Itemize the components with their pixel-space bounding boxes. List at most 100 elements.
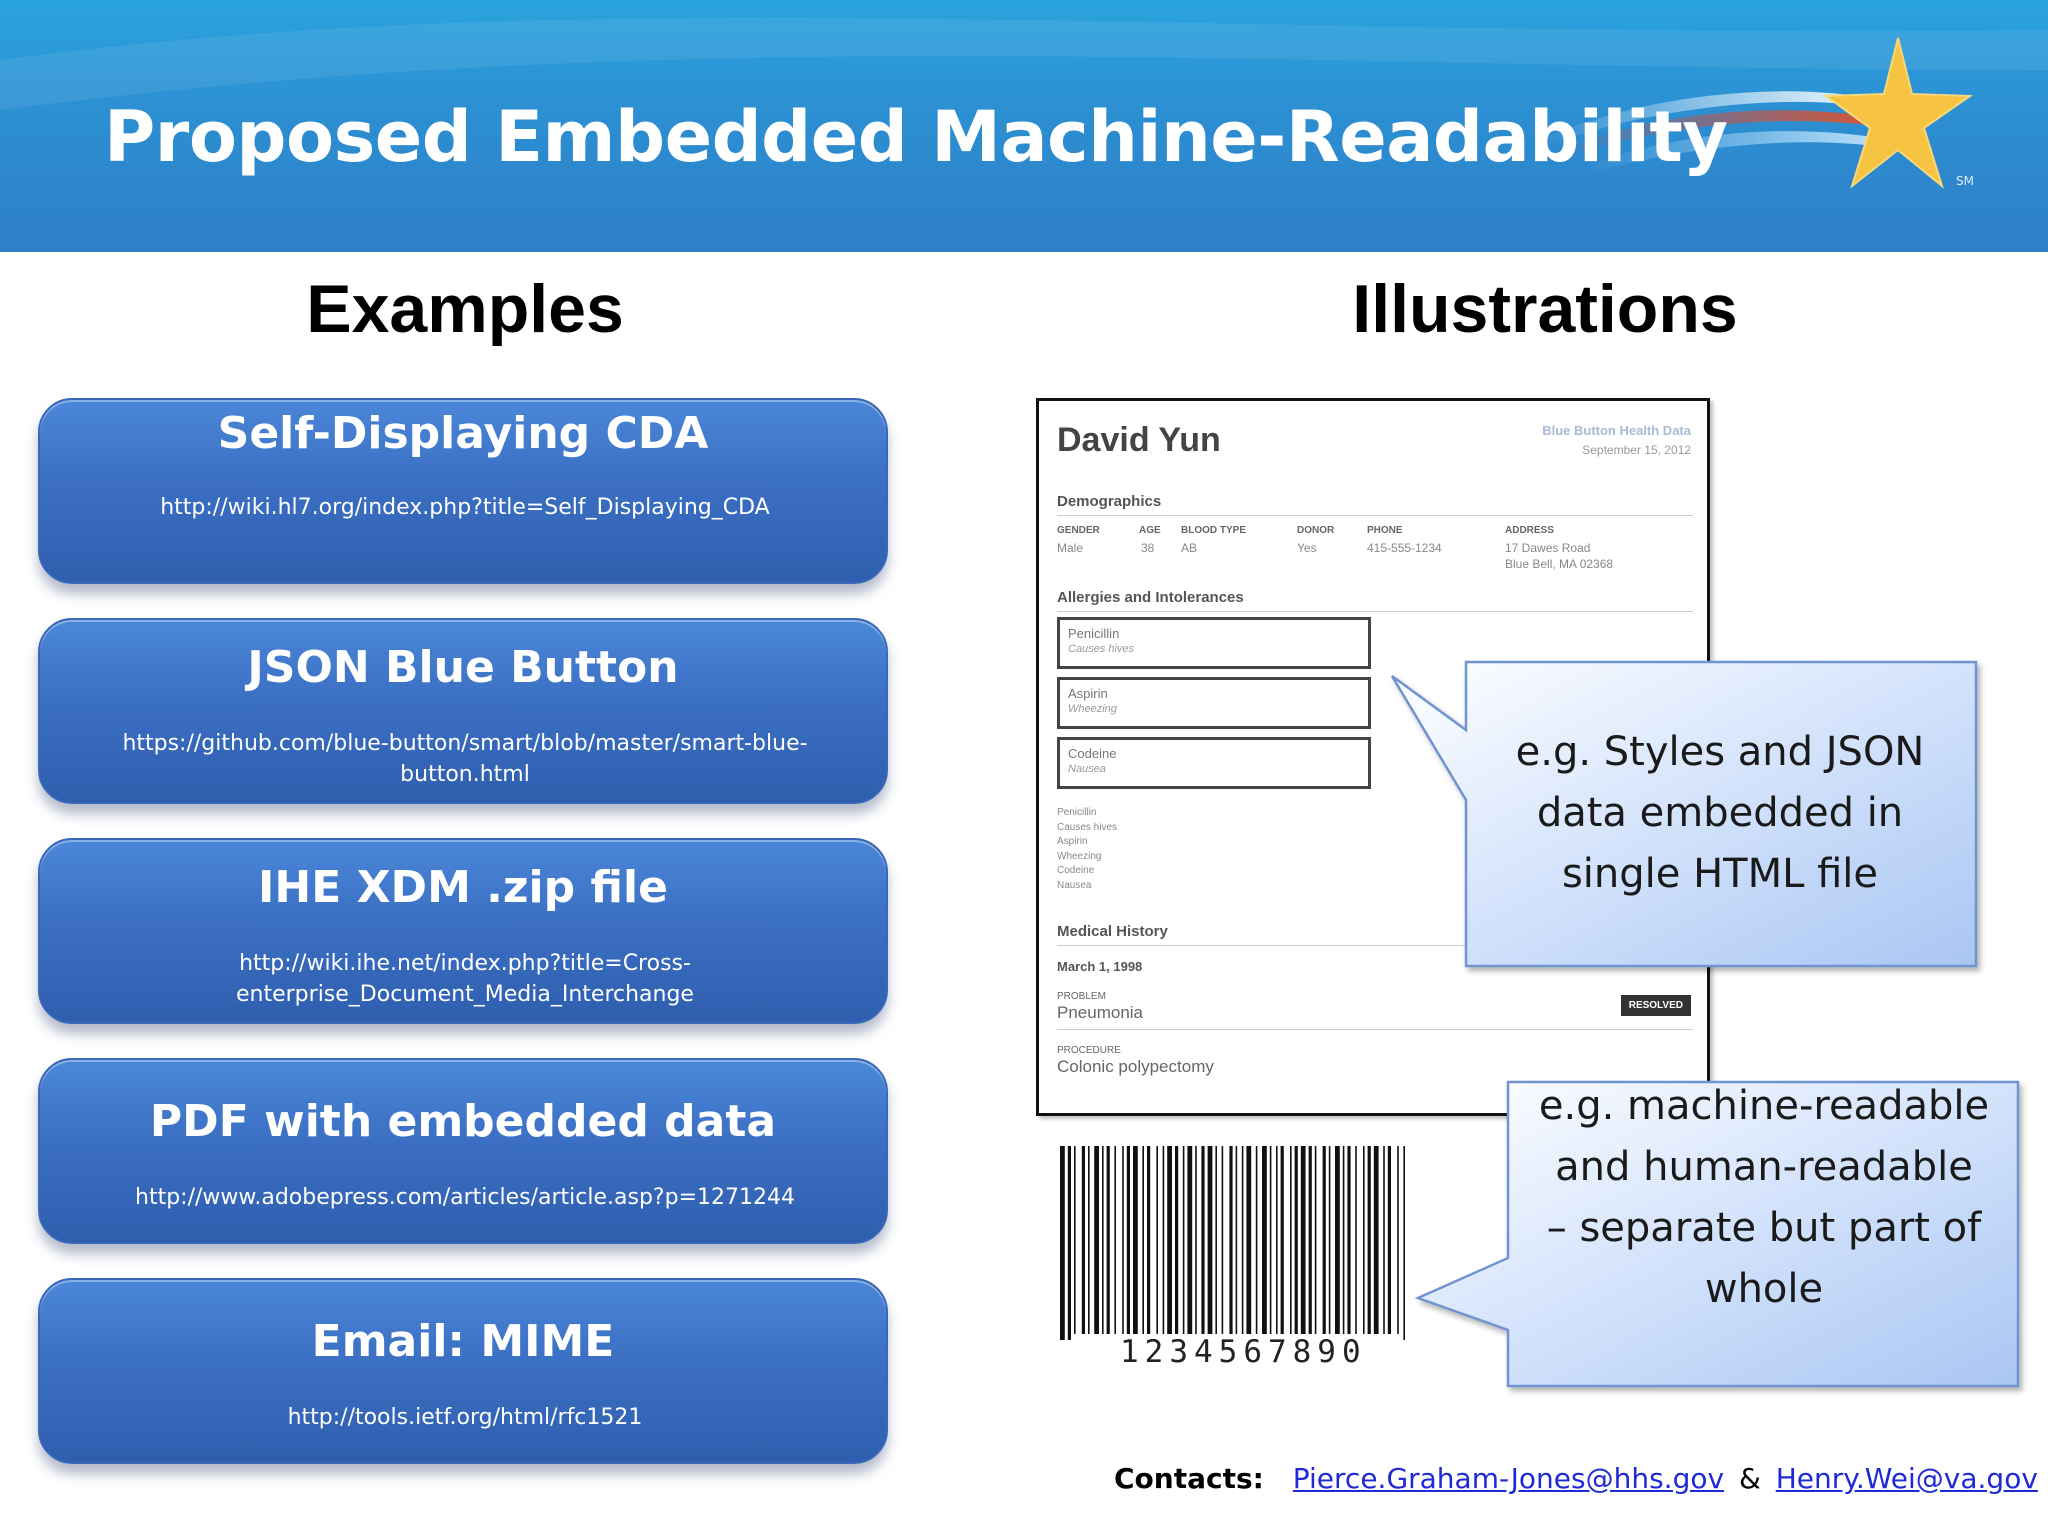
plain-list-item: Causes hives	[1057, 821, 1118, 833]
allergy-box: Aspirin Wheezing	[1057, 677, 1371, 729]
barcode-bar	[1294, 1146, 1298, 1334]
contact-email-link[interactable]: Pierce.Graham-Jones@hhs.gov	[1292, 1462, 1725, 1495]
demo-label: DONOR	[1297, 525, 1335, 536]
barcode-bar	[1088, 1146, 1090, 1334]
example-card-json-blue-button[interactable]: JSON Blue Button https://github.com/blue…	[38, 618, 888, 804]
example-card-ihe-xdm[interactable]: IHE XDM .zip file http://wiki.ihe.net/in…	[38, 838, 888, 1024]
callout-line: and human-readable	[1555, 1144, 1973, 1190]
barcode-bar	[1322, 1146, 1326, 1334]
barcode-bar	[1290, 1146, 1292, 1334]
barcode-bar	[1269, 1146, 1272, 1334]
demo-value: 415-555-1234	[1367, 541, 1442, 555]
plain-list-item: Penicillin	[1057, 807, 1097, 818]
barcode-bar	[1067, 1146, 1071, 1340]
patient-name: David Yun	[1057, 421, 1221, 459]
allergy-reaction: Causes hives	[1068, 643, 1135, 655]
demographics-heading: Demographics	[1057, 493, 1162, 510]
health-record-illustration: David Yun Blue Button Health Data Septem…	[1036, 398, 1710, 1116]
allergy-name: Codeine	[1068, 746, 1117, 761]
card-url-link[interactable]: https://github.com/blue-button/smart/blo…	[122, 731, 808, 787]
callout-line: e.g. machine-readable	[1538, 1083, 1990, 1129]
header-banner: Proposed Embedded Machine-Readability SM	[0, 0, 2048, 252]
slide-title: Proposed Embedded Machine-Readability	[104, 96, 1728, 178]
barcode-bar	[1235, 1146, 1238, 1334]
barcode-bar	[1195, 1146, 1197, 1334]
contacts-separator: &	[1738, 1462, 1761, 1495]
barcode-bar	[1156, 1146, 1158, 1334]
allergies-heading: Allergies and Intolerances	[1057, 589, 1244, 606]
barcode-bar	[1126, 1146, 1130, 1334]
illustrations-heading: Illustrations	[1352, 271, 1738, 347]
barcode-bar	[1167, 1146, 1172, 1334]
demo-value: Yes	[1297, 541, 1317, 555]
service-mark: SM	[1956, 174, 1974, 188]
example-card-self-displaying-cda[interactable]: Self-Displaying CDA http://wiki.hl7.org/…	[38, 398, 888, 584]
example-card-email-mime[interactable]: Email: MIME http://tools.ietf.org/html/r…	[38, 1278, 888, 1464]
card-url-link[interactable]: http://wiki.ihe.net/index.php?title=Cros…	[236, 951, 694, 1007]
procedure-value: Colonic polypectomy	[1057, 1057, 1214, 1076]
barcode-bar	[1074, 1146, 1076, 1334]
barcode-bar	[1175, 1146, 1179, 1334]
contacts-label: Contacts:	[1114, 1462, 1264, 1495]
barcode-bar	[1246, 1146, 1252, 1334]
barcode-bar	[1060, 1146, 1065, 1340]
star-icon	[1823, 37, 1974, 189]
barcode-bar	[1182, 1146, 1185, 1334]
contact-email-link[interactable]: Henry.Wei@va.gov	[1775, 1462, 2038, 1495]
callout-line: single HTML file	[1561, 851, 1879, 897]
barcode-bar	[1328, 1146, 1331, 1334]
callout-line: e.g. Styles and JSON	[1515, 729, 1925, 775]
divider	[1057, 945, 1693, 946]
barcode-bar	[1335, 1146, 1340, 1334]
plain-list-item: Aspirin	[1057, 836, 1088, 847]
barcode-bar	[1201, 1146, 1205, 1334]
history-date: March 1, 1998	[1057, 959, 1143, 974]
demo-label: PHONE	[1367, 525, 1403, 536]
card-url-link[interactable]: http://tools.ietf.org/html/rfc1521	[287, 1405, 643, 1430]
plain-allergy-list: Penicillin Causes hives Aspirin Wheezing…	[1057, 806, 1117, 893]
callout-line: – separate but part of	[1546, 1205, 1982, 1251]
barcode-bar	[1300, 1146, 1306, 1334]
problem-label: PROBLEM	[1057, 991, 1106, 1002]
barcode-bar	[1229, 1146, 1233, 1334]
barcode-bar	[1102, 1146, 1104, 1334]
barcode-bar	[1276, 1146, 1278, 1334]
barcode-bar	[1106, 1146, 1110, 1334]
barcode-bar	[1081, 1146, 1085, 1334]
example-card-pdf-embedded[interactable]: PDF with embedded data http://www.adobep…	[38, 1058, 888, 1244]
plain-list-item: Nausea	[1057, 879, 1092, 891]
barcode-bar	[1262, 1146, 1267, 1334]
callout-line: data embedded in	[1536, 790, 1904, 836]
allergy-reaction: Nausea	[1068, 763, 1106, 775]
barcode-bar	[1397, 1146, 1399, 1334]
card-title: PDF with embedded data	[149, 1096, 777, 1147]
demo-label: GENDER	[1057, 525, 1100, 536]
demo-value: 17 Dawes Road	[1505, 541, 1591, 555]
card-url-link[interactable]: http://wiki.hl7.org/index.php?title=Self…	[160, 495, 770, 520]
status-badge: RESOLVED	[1620, 995, 1691, 1016]
barcode-bar	[1133, 1146, 1138, 1334]
divider	[1057, 515, 1693, 516]
allergy-box: Codeine Nausea	[1057, 737, 1371, 789]
problem-value: Pneumonia	[1057, 1003, 1144, 1022]
callout-one-text: e.g. Styles and JSON data embedded in si…	[1468, 722, 1972, 905]
barcode-bar	[1221, 1146, 1224, 1334]
barcode-bar	[1207, 1146, 1213, 1334]
barcode-bar	[1363, 1146, 1365, 1334]
barcode-bar	[1373, 1146, 1379, 1334]
allergy-name: Penicillin	[1068, 626, 1120, 641]
demo-label: BLOOD TYPE	[1181, 525, 1247, 536]
barcode-digits: 1234567890	[1120, 1334, 1367, 1370]
callout-line: whole	[1704, 1266, 1824, 1312]
procedure-label: PROCEDURE	[1057, 1045, 1121, 1056]
barcode-bar	[1114, 1146, 1116, 1334]
card-title: Email: MIME	[311, 1316, 615, 1367]
demo-label: ADDRESS	[1505, 525, 1554, 536]
barcode-bar	[1383, 1146, 1385, 1334]
allergy-name: Aspirin	[1068, 686, 1108, 701]
barcode-bar	[1187, 1146, 1193, 1334]
card-url-link[interactable]: http://www.adobepress.com/articles/artic…	[135, 1185, 795, 1210]
barcode-bar	[1342, 1146, 1345, 1334]
allergy-reaction: Wheezing	[1068, 703, 1117, 715]
barcode-bar	[1255, 1146, 1258, 1334]
